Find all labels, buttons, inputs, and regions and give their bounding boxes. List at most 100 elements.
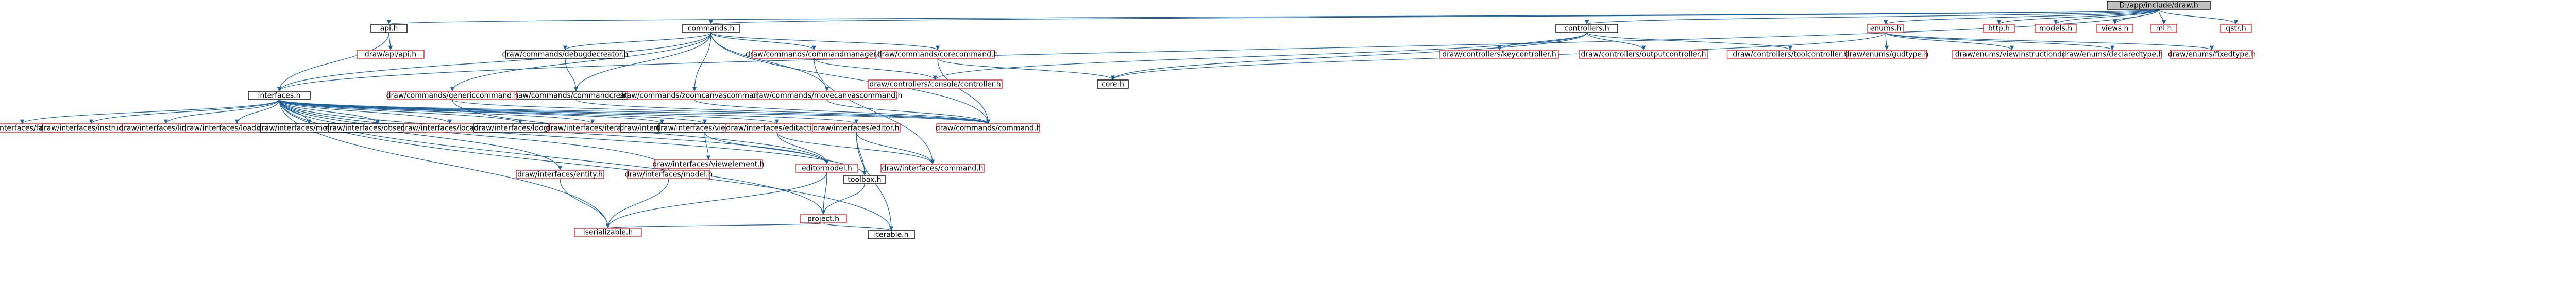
node-enums[interactable]: enums.h [1867,24,1904,33]
node-if_loogbtn[interactable]: draw/interfaces/loogbtn.h [473,123,567,133]
node-box[interactable] [2150,24,2177,33]
node-cmd_commandcreator[interactable]: draw/commands/commandcreator.h [511,91,641,100]
node-box[interactable] [682,24,740,33]
node-cmd_command[interactable]: draw/commands/command.h [936,123,1041,133]
node-layer: D:/app/include/draw.h api.h commands.h cont… [0,1,2256,239]
node-views[interactable]: views.h [2096,24,2133,33]
node-box[interactable] [868,79,1003,89]
node-box[interactable] [574,228,642,237]
node-box[interactable] [2096,24,2133,33]
node-editormodel[interactable]: editormodel.h [795,164,858,173]
node-cmd_corecommand[interactable]: draw/commands/corecommand.h [877,50,998,59]
dependency-edge [450,32,711,92]
node-box[interactable] [2035,24,2077,33]
edge-interfaces-to-toolbox [279,99,867,176]
dependency-edge [821,183,865,215]
node-enum_gudtype[interactable]: draw/enums/gudtype.h [1845,50,1929,59]
node-box[interactable] [843,175,886,184]
dependency-edge [279,99,858,124]
node-api[interactable]: api.h [370,24,408,33]
node-http[interactable]: http.h [1983,24,2015,33]
node-if_command[interactable]: draw/interfaces/command.h [880,164,985,173]
dependency-edge [937,58,991,124]
node-ctrl_outputcontroller[interactable]: draw/controllers/outputcontroller.h [1579,50,1708,59]
edge-if_model-to-iserializable [605,178,669,229]
node-controllers[interactable]: controllers.h [1555,24,1618,33]
node-qstr[interactable]: qstr.h [2220,24,2252,33]
node-box[interactable] [2220,24,2252,33]
node-if_viewelement[interactable]: draw/interfaces/viewelement.h [652,159,765,169]
node-iterable[interactable]: iterable.h [868,230,915,239]
node-enum_fixedtype[interactable]: draw/enums/fixedtype.h [2168,50,2256,59]
node-label: draw/enums/declaredtype.h [2062,51,2163,59]
edge-interfaces-to-if_model [279,99,671,171]
dependency-edge [563,32,711,51]
node-box[interactable] [1867,24,1904,33]
node-interfaces[interactable]: interfaces.h [248,91,311,100]
node-core[interactable]: core.h [1097,79,1129,89]
node-label: draw/interfaces/viewelement.h [652,160,764,169]
edge-enums-to-enum_fixedtype [1885,32,2214,51]
node-box[interactable] [1983,24,2015,33]
node-box[interactable] [812,123,901,133]
node-box[interactable] [2107,1,2211,10]
node-enum_declaredtype[interactable]: draw/enums/declaredtype.h [2062,50,2163,59]
node-ctrl_keycontroller[interactable]: draw/controllers/keycontroller.h [1439,50,1559,59]
edge-commands-to-cmd_commandcreator [573,32,711,92]
node-box[interactable] [654,159,763,169]
node-box[interactable] [1097,79,1129,89]
node-if_iterable[interactable]: draw/interfaces/iterable.h [546,123,639,133]
node-iserializable[interactable]: iserializable.h [574,228,642,237]
node-box[interactable] [800,214,847,223]
node-box[interactable] [370,24,408,33]
node-label: D:/app/include/draw.h [2119,2,2198,10]
node-cmd_genericcommand[interactable]: draw/commands/genericcommand.h [386,91,519,100]
node-box[interactable] [880,50,995,59]
node-box[interactable] [2170,50,2253,59]
node-box[interactable] [248,91,311,100]
node-box[interactable] [357,50,425,59]
node-box[interactable] [1579,50,1708,59]
node-toolbox[interactable]: toolbox.h [843,175,886,184]
node-box[interactable] [505,50,625,59]
node-if_editaction[interactable]: draw/interfaces/editaction.h [725,123,829,133]
edge-root-to-commands [709,9,2159,25]
node-project[interactable]: project.h [800,214,847,223]
edge-if_editaction-to-if_command [776,132,935,165]
node-ml[interactable]: ml.h [2150,24,2177,33]
node-if_editor[interactable]: draw/interfaces/editor.h [812,123,901,133]
node-models[interactable]: models.h [2035,24,2077,33]
node-cmd_console[interactable]: draw/controllers/console/controller.h [868,79,1003,89]
dependency-edge [826,99,991,124]
node-label: draw/enums/gudtype.h [1845,51,1929,59]
node-cmd_commandmanager[interactable]: draw/commands/commandmanager.h [745,50,883,59]
node-commands[interactable]: commands.h [682,24,740,33]
node-cmd_movecanvascommand[interactable]: draw/commands/movecanvascommand.h [752,91,903,100]
edge-interfaces-to-if_loadingclass [234,99,280,124]
edge-cmd_movecanvascommand-to-cmd_command [826,99,991,124]
node-enum_viewinstructiond[interactable]: draw/enums/viewinstructiond.h [1952,50,2072,59]
node-box[interactable] [880,164,985,173]
node-box[interactable] [387,91,517,100]
node-box[interactable] [1439,50,1559,59]
node-box[interactable] [868,230,915,239]
node-box[interactable] [2063,50,2162,59]
node-box[interactable] [757,91,897,100]
dependency-edge [692,32,711,92]
node-ctrl_toolcontroller[interactable]: draw/controllers/toolcontroller.h [1726,50,1854,59]
node-box[interactable] [752,50,876,59]
node-box[interactable] [627,170,710,179]
node-box[interactable] [936,123,1040,133]
node-cmd_zoomcanvascommand[interactable]: draw/commands/zoomcanvascommand.h [619,91,770,100]
node-if_entity[interactable]: draw/interfaces/entity.h [516,170,604,179]
node-box[interactable] [516,170,604,179]
node-if_model[interactable]: draw/interfaces/model.h [625,170,713,179]
dependency-edge [710,32,829,92]
node-root[interactable]: D:/app/include/draw.h [2107,1,2211,10]
node-cmd_debugcreator[interactable]: draw/commands/debugdecreator.h [502,50,629,59]
node-box[interactable] [1846,50,1927,59]
node-draw_api_api[interactable]: draw/api/api.h [357,50,425,59]
node-box[interactable] [795,164,858,173]
edge-if_editaction-to-editormodel [776,132,829,165]
node-box[interactable] [1555,24,1618,33]
